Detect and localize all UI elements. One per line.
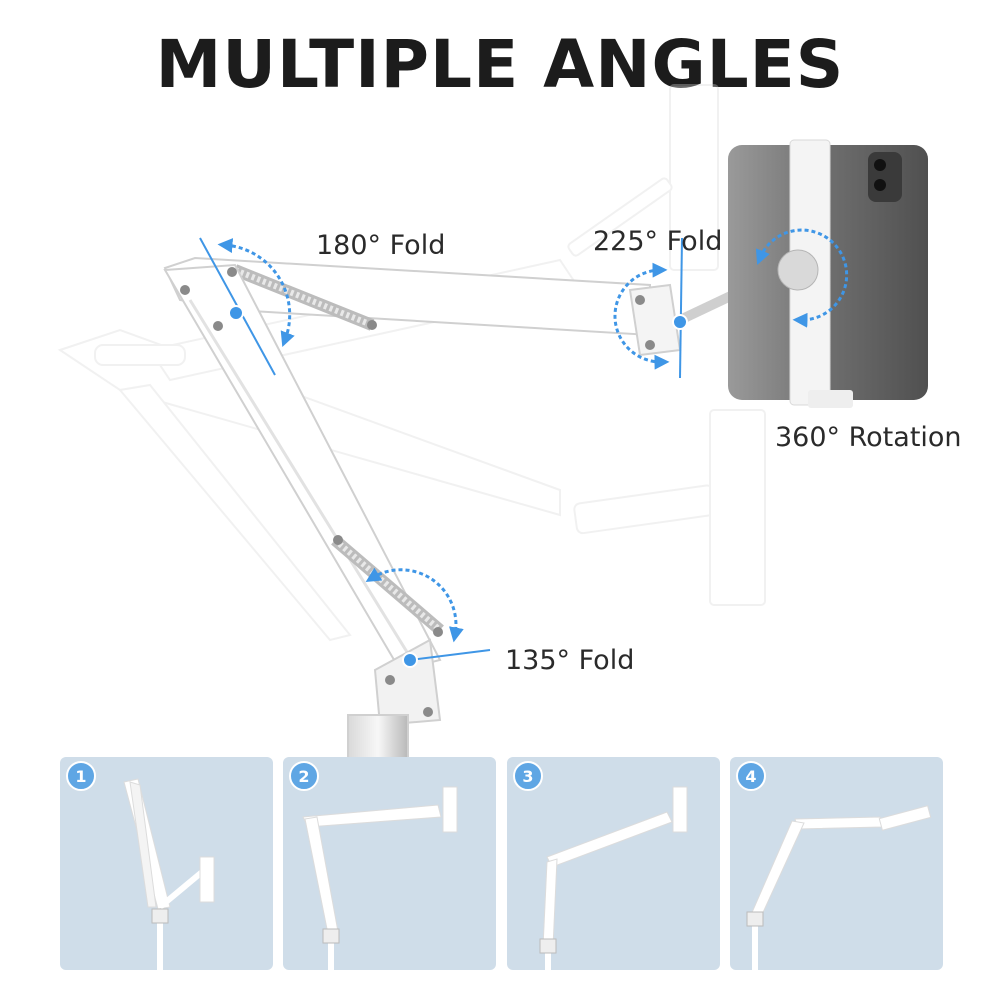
fold-180-indicator — [199, 237, 295, 376]
angle-panel-2: 2 — [283, 757, 496, 970]
stand-illustration — [539, 786, 688, 970]
rotation-360-label: 360° Rotation — [775, 422, 962, 453]
fold-135-label: 135° Fold — [505, 645, 635, 676]
stand-illustration — [746, 805, 932, 970]
step-badge: 3 — [513, 761, 543, 791]
fold-225-indicator — [613, 237, 688, 379]
rotation-360-indicator — [755, 228, 849, 328]
step-badge: 4 — [736, 761, 766, 791]
fold-180-label: 180° Fold — [316, 230, 446, 261]
stand-illustration — [302, 786, 458, 970]
product-illustration — [57, 84, 928, 760]
angle-panel-1: 1 — [60, 757, 273, 970]
fold-225-label: 225° Fold — [593, 226, 723, 257]
stand-illustration — [123, 778, 215, 970]
page-title: MULTIPLE ANGLES — [155, 26, 845, 103]
step-badge: 2 — [289, 761, 319, 791]
fold-135-indicator — [365, 567, 491, 668]
step-badge: 1 — [66, 761, 96, 791]
angle-panel-4: 4 — [730, 757, 943, 970]
tablet-device — [728, 139, 928, 408]
angle-panel-3: 3 — [507, 757, 720, 970]
